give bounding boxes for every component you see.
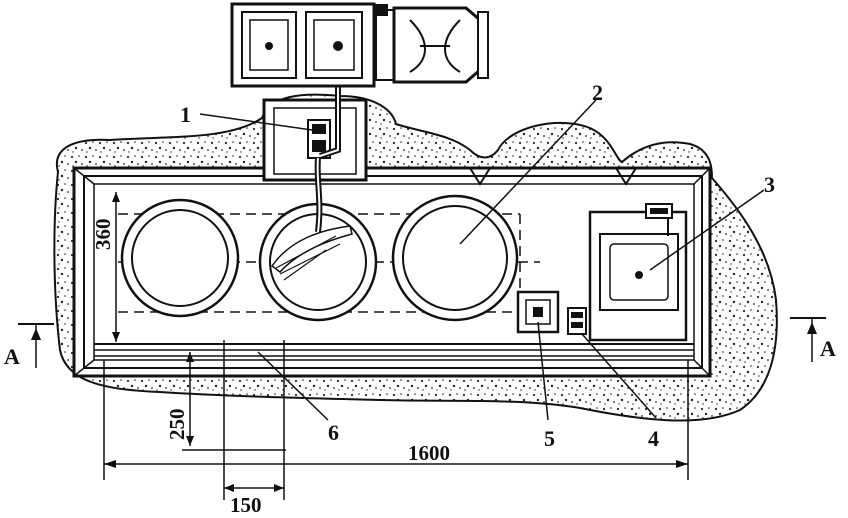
tractor — [230, 2, 489, 88]
basin-chamber — [588, 203, 688, 342]
section-mark-left: A — [4, 323, 54, 369]
section-mark-right: A — [790, 317, 836, 362]
dimension-length-label: 1600 — [408, 441, 450, 465]
section-label-left: A — [4, 344, 20, 369]
top-wall-channels — [469, 167, 637, 186]
dimension-depth: 360 — [91, 192, 120, 342]
leader-lines — [199, 99, 765, 421]
callout-3: 3 — [764, 172, 775, 197]
dimension-depth-label: 360 — [91, 219, 115, 251]
valve — [567, 307, 587, 335]
dimension-length: 1600 — [103, 360, 689, 480]
tank-left — [120, 198, 240, 318]
callout-4: 4 — [648, 426, 659, 451]
tank-center-with-impeller — [258, 202, 378, 322]
callout-6: 6 — [328, 420, 339, 445]
tank-right — [391, 194, 519, 322]
callout-1: 1 — [180, 102, 191, 127]
callout-2: 2 — [592, 80, 603, 105]
callout-5: 5 — [544, 426, 555, 451]
dimension-width-label: 150 — [230, 493, 262, 517]
section-label-right: A — [820, 336, 836, 361]
dimension-width: 150 — [223, 340, 285, 517]
dimension-offset: 250 — [165, 352, 286, 451]
dimension-offset-label: 250 — [165, 409, 189, 441]
